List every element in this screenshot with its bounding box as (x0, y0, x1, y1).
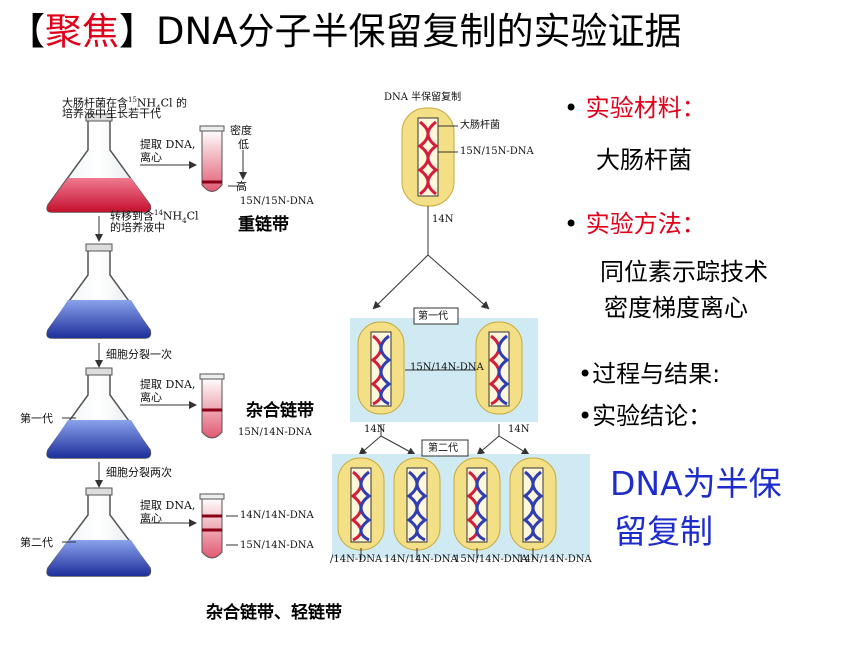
gen2-dna-label-1: /14N-DNA (330, 554, 383, 565)
transfer-label-2: 的培养液中 (110, 221, 165, 234)
gen2-box (421, 439, 469, 457)
gen2-dna-label-4: 14N/14N-DNA (518, 554, 592, 565)
bullet-conclusion: •实验结论： (578, 402, 713, 430)
tube-gen1 (199, 373, 225, 439)
gen2-box-label: 第二代 (428, 443, 458, 454)
label-n14-top: 14N (432, 214, 454, 225)
band-hybrid-dna: 15N/14N-DNA (238, 427, 312, 438)
divide-once-label: 细胞分裂一次 (106, 348, 172, 361)
gen1-dna-label: 15N/14N-DNA (410, 362, 484, 373)
bullet-method-value-1: 同位素示踪技术 (600, 258, 768, 286)
centrifuge-label-3: 离心 (140, 512, 162, 525)
transfer-label-1: 转移到含14NH4Cl (110, 209, 199, 225)
title-text: DNA分子半保留复制的实验证据 (156, 10, 682, 53)
flask-parent (46, 113, 152, 213)
gen2-label-left: 第二代 (20, 536, 53, 549)
centrifuge-label-1: 离心 (140, 151, 162, 164)
bullet-method-label: 实验方法： (585, 210, 706, 238)
conclusion-line-2: 留复制 (614, 512, 713, 551)
gen1-label-left: 第一代 (20, 412, 53, 425)
density-high: 高 (236, 180, 247, 193)
caption-culture-2: 培养液中生长若干代 (62, 107, 161, 120)
gen2-capsule-4 (509, 457, 557, 551)
gen1-capsule-right (475, 321, 523, 415)
title-bracket-left: 【 (8, 10, 45, 53)
bullet-method-value-2: 密度梯度离心 (604, 294, 748, 322)
tube-parent (199, 125, 225, 192)
extract-label-1: 提取 DNA, (140, 138, 196, 151)
extract-label-3: 提取 DNA, (140, 499, 196, 512)
title-focus: 聚焦 (45, 10, 119, 53)
bullet-dot-2: • (564, 210, 586, 238)
page-title: 【聚焦】DNA分子半保留复制的实验证据 (8, 6, 681, 58)
gen1-box-label: 第一代 (418, 311, 448, 322)
tube-gen2 (199, 493, 225, 559)
caption-culture-1: 大肠杆菌在含15NH4Cl 的 (62, 96, 188, 112)
bottom-caption: 杂合链带、轻链带 (206, 603, 342, 623)
bullet-process: •过程与结果: (578, 360, 721, 388)
gen2-dna-label-3: 15N/14N-DNA (454, 554, 528, 565)
heavy-band-label: 重链带 (238, 215, 289, 235)
gen1-box (413, 307, 459, 325)
divide-twice-label: 细胞分裂两次 (106, 466, 172, 479)
gen2-capsule-3 (453, 457, 501, 551)
gen2-capsule-1 (337, 457, 385, 551)
bullet-material-value: 大肠杆菌 (596, 146, 692, 174)
density-label: 密度 (230, 124, 252, 137)
hybrid-band-label: 杂合链带 (246, 401, 314, 421)
bullet-dot-1: • (564, 94, 586, 122)
bullet-material-label: 实验材料： (585, 94, 706, 122)
label-n14-right: 14N (508, 424, 530, 435)
band-light-dna: 14N/14N-DNA (240, 510, 314, 521)
band-heavy-dna: 15N/15N-DNA (240, 196, 314, 207)
gen2-capsule-2 (393, 457, 441, 551)
flask-gen2 (46, 487, 152, 577)
parent-capsule (401, 107, 455, 207)
bullet-material: • 实验材料： (564, 92, 706, 124)
gen1-capsule-left (357, 321, 405, 415)
title-bracket-right: 】 (119, 10, 156, 53)
label-n14-left: 14N (364, 424, 386, 435)
flask-gen1 (46, 367, 152, 459)
right-diagram-title: DNA 半保留复制 (384, 92, 462, 103)
extract-label-2: 提取 DNA, (140, 378, 196, 391)
centrifuge-label-2: 离心 (140, 391, 162, 404)
bullet-method: • 实验方法： (564, 208, 706, 240)
label-ecoli: 大肠杆菌 (460, 120, 500, 131)
label-parent-dna: 15N/15N-DNA (460, 146, 534, 157)
gen2-dna-label-2: 14N/14N-DNA (384, 554, 458, 565)
density-low: 低 (238, 138, 249, 151)
conclusion-line-1: DNA为半保 (610, 464, 782, 503)
band-hybrid-dna-2: 15N/14N-DNA (240, 540, 314, 551)
flask-transfer (46, 243, 152, 339)
